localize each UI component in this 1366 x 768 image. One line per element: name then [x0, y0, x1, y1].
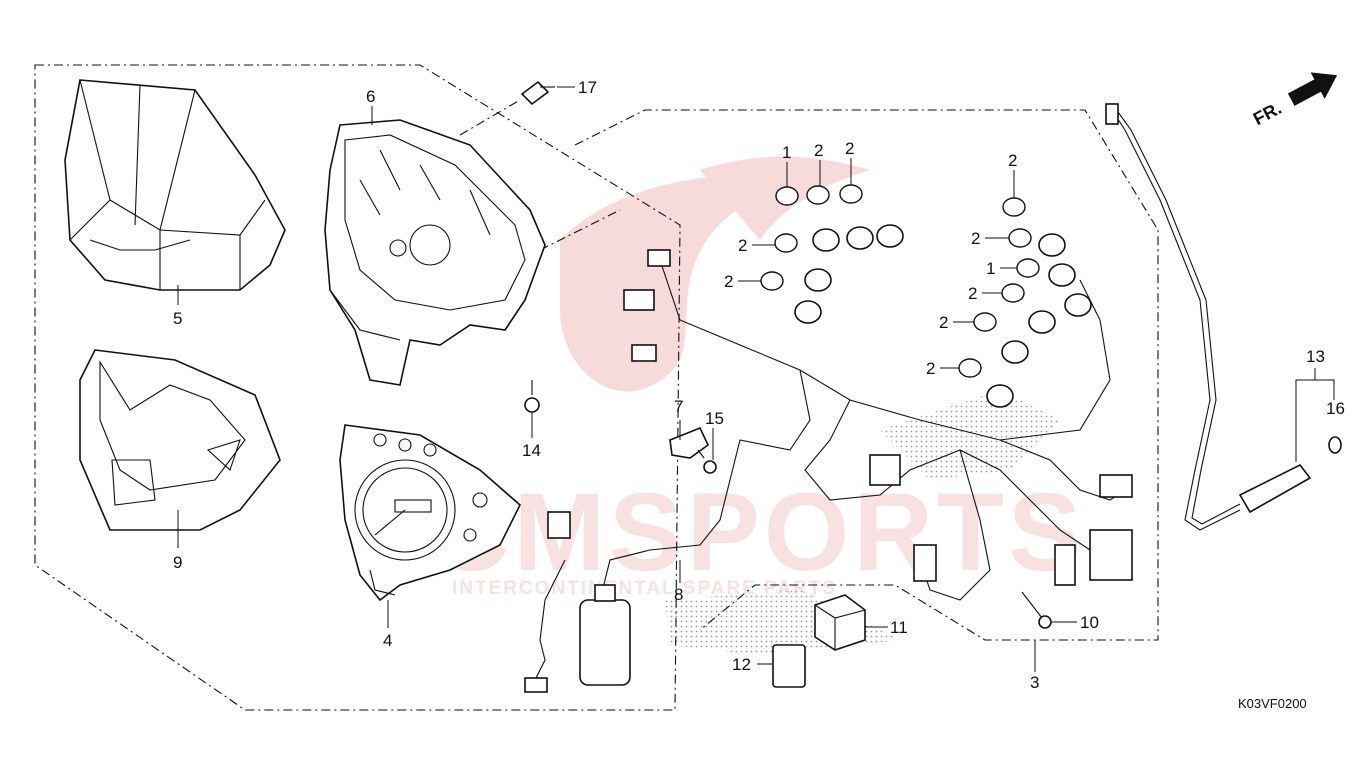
callout-3: 3	[1030, 673, 1039, 692]
drawing-code: K03VF0200	[1238, 696, 1307, 711]
callout-1a: 1	[782, 143, 791, 162]
callout-16: 16	[1326, 399, 1345, 418]
callout-1b: 1	[986, 259, 995, 278]
callout-2c: 2	[738, 236, 747, 255]
part-meter-visor	[64, 79, 286, 291]
part-seal-16	[1328, 436, 1342, 454]
front-label: FR.	[1250, 98, 1285, 129]
callout-14: 14	[522, 441, 541, 460]
callout-2b: 2	[845, 139, 854, 158]
callout-17: 17	[578, 78, 597, 97]
callout-labels: 17 6 5 9 4 14 7 15 8 10 3 11 12 13 16 1 …	[173, 78, 1345, 692]
part-relay-11	[814, 594, 866, 651]
callout-12: 12	[732, 655, 751, 674]
callout-7: 7	[674, 397, 683, 416]
front-direction-indicator: FR.	[1250, 72, 1338, 129]
part-speedometer-cable	[1105, 103, 1312, 531]
part-bolt-10	[1021, 591, 1052, 629]
part-screw-17	[520, 80, 555, 106]
part-wire-harness	[524, 224, 1133, 693]
callout-11: 11	[890, 618, 908, 637]
callout-2a: 2	[814, 141, 823, 160]
callout-2f: 2	[971, 229, 980, 248]
part-screw-14	[524, 380, 540, 413]
callout-5: 5	[173, 309, 182, 328]
part-meter-panel	[79, 349, 281, 531]
part-bulbs	[760, 184, 1040, 378]
shade-area-harness	[880, 390, 1060, 480]
watermark-brand: CMSPORTS	[430, 471, 1085, 594]
part-screw-15	[697, 449, 717, 474]
part-clamp-7	[669, 426, 710, 459]
callout-8: 8	[674, 585, 683, 604]
callout-10: 10	[1080, 613, 1099, 632]
callout-2d: 2	[724, 272, 733, 291]
front-arrow-icon	[1287, 72, 1338, 106]
watermark: CMSPORTS INTERCONTINENTAL SPARE PARTS	[430, 156, 1085, 599]
harness-assembly-boundary	[574, 109, 1159, 641]
part-meter-case	[324, 119, 546, 386]
callout-2i: 2	[926, 359, 935, 378]
callout-9: 9	[173, 553, 182, 572]
part-speedometer	[339, 424, 521, 602]
callout-2h: 2	[939, 313, 948, 332]
callout-15: 15	[705, 409, 724, 428]
outer-assembly-boundary	[34, 64, 681, 711]
callout-4: 4	[383, 631, 392, 650]
callout-13: 13	[1306, 347, 1325, 366]
watermark-emblem	[560, 156, 870, 392]
callout-6: 6	[366, 87, 375, 106]
callout-2e: 2	[1008, 151, 1017, 170]
leader-lines	[177, 86, 1335, 672]
part-fuse-12	[772, 644, 806, 688]
callout-2g: 2	[968, 284, 977, 303]
